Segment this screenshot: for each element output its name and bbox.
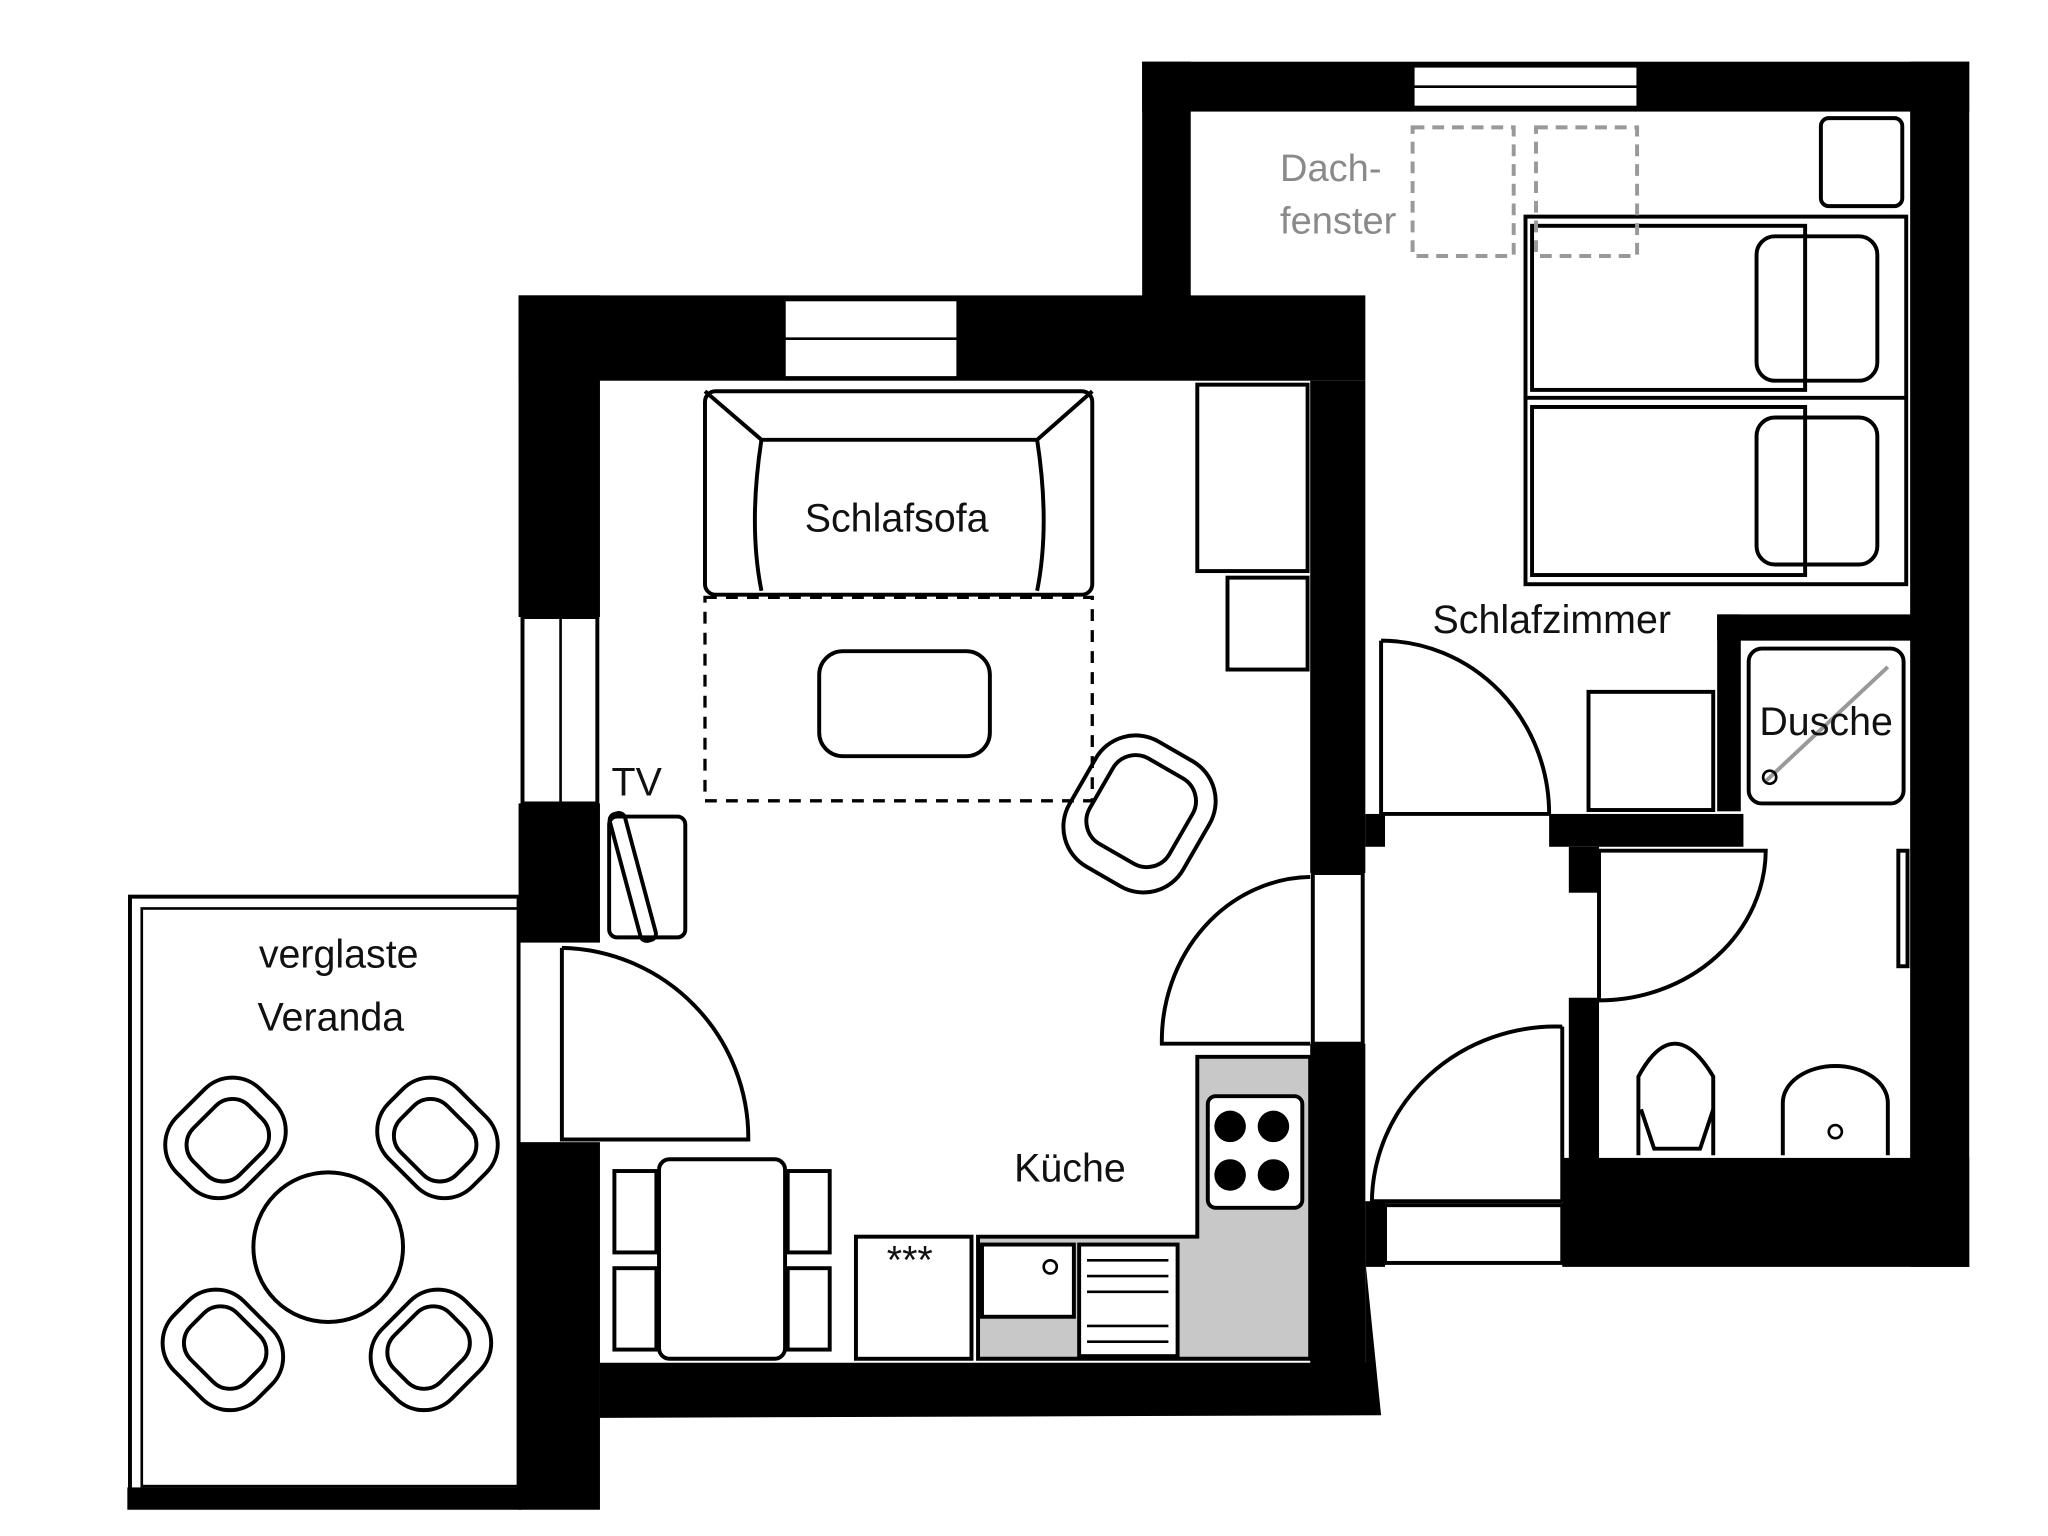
- sink: [980, 1242, 1076, 1319]
- dresser: [1586, 689, 1716, 812]
- walls: [518, 61, 1970, 1510]
- sofa-label: Schlafsofa: [805, 497, 989, 541]
- skylight-label: fenster: [1280, 201, 1397, 243]
- dining-table: [612, 1157, 832, 1361]
- skylight-label: Dach-: [1280, 148, 1382, 190]
- shower: [1746, 646, 1906, 806]
- nightstand: [1818, 116, 1905, 209]
- chair: [163, 1075, 288, 1201]
- fridge-marking: ***: [887, 1238, 933, 1282]
- round-table: [251, 1170, 406, 1324]
- door-bedroom: [1379, 638, 1552, 816]
- towel-rail: [1896, 848, 1910, 969]
- cabinet: [1195, 382, 1310, 672]
- tv-stand: [607, 811, 688, 943]
- drainboard: [1077, 1242, 1180, 1359]
- kitchen-counter: [853, 1054, 1313, 1361]
- armchair: [1061, 733, 1218, 895]
- door-living-hall: [1159, 874, 1311, 1046]
- chair: [375, 1075, 500, 1201]
- skylight: [1410, 125, 1516, 258]
- room-label-veranda: verglaste: [259, 933, 419, 977]
- washbasin: [1780, 1064, 1890, 1156]
- room-label-veranda: Veranda: [257, 996, 404, 1040]
- chair: [160, 1287, 286, 1413]
- rug: [703, 595, 1094, 803]
- veranda: [127, 894, 522, 1510]
- windows: [520, 63, 1641, 1046]
- chair: [368, 1287, 494, 1413]
- room-label-shower: Dusche: [1759, 700, 1893, 744]
- toilet: [1636, 1041, 1716, 1156]
- door-veranda: [559, 945, 751, 1142]
- skylight: [1534, 125, 1640, 258]
- room-label-bedroom: Schlafzimmer: [1433, 598, 1671, 642]
- entrance-mat: [1383, 1203, 1565, 1265]
- door-frame-hall: [1310, 871, 1365, 1046]
- door-entrance: [1369, 1024, 1563, 1204]
- tv-label: TV: [612, 761, 663, 805]
- door-bathroom: [1597, 848, 1768, 1003]
- sofa-bed: [703, 389, 1095, 597]
- fridge: [853, 1234, 974, 1361]
- room-label-kitchen: Küche: [1014, 1147, 1126, 1191]
- coffee-table: [817, 649, 992, 759]
- beds: [1523, 214, 1909, 587]
- doors: [559, 638, 1768, 1265]
